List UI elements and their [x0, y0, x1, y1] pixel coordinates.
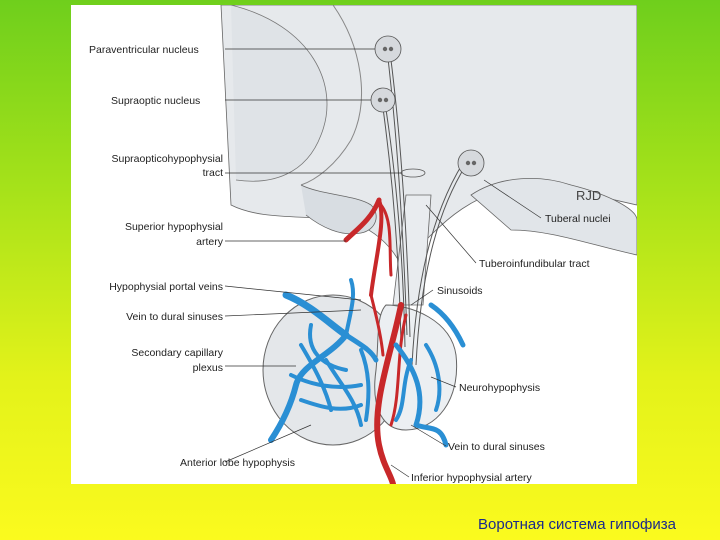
arteries: [343, 197, 408, 484]
tuberal-region: [470, 178, 637, 256]
leader-lines: [224, 48, 542, 478]
label-vein-dural-left: Vein to dural sinuses: [126, 311, 223, 323]
diagram-svg: Paraventricular nucleus Supraoptic nucle…: [89, 5, 637, 484]
label-sinusoids: Sinusoids: [437, 285, 483, 297]
label-iha: Inferior hypophysial artery: [411, 472, 533, 484]
label-sha-1: Superior hypophysial: [125, 221, 223, 233]
nuclei: [370, 35, 485, 177]
third-ventricle: [300, 5, 362, 186]
label-neurohypophysis: Neurohypophysis: [459, 382, 540, 394]
label-tuberoinfundibular: Tuberoinfundibular tract: [479, 258, 590, 270]
label-vein-dural-right: Vein to dural sinuses: [448, 441, 545, 453]
label-paraventricular: Paraventricular nucleus: [89, 44, 199, 56]
artist-signature: RJD: [576, 188, 601, 203]
label-sha-2: artery: [196, 236, 224, 248]
label-anterior-lobe: Anterior lobe hypophysis: [180, 457, 295, 469]
label-tuberal: Tuberal nuclei: [545, 213, 611, 225]
label-portal-veins: Hypophysial portal veins: [109, 281, 223, 293]
nuclei-cells: [377, 46, 477, 166]
hypophyseal-portal-diagram: Paraventricular nucleus Supraoptic nucle…: [71, 5, 637, 484]
optic-chiasm: [300, 184, 377, 235]
slide-caption: Воротная система гипофиза: [478, 516, 676, 533]
label-scp-2: plexus: [193, 362, 223, 374]
label-sht-1: Supraopticohypophysial: [112, 153, 224, 165]
capillary-plexus: [268, 278, 466, 448]
label-supraoptic: Supraoptic nucleus: [111, 95, 200, 107]
label-scp-1: Secondary capillary: [131, 347, 223, 359]
label-sht-2: tract: [203, 167, 224, 179]
